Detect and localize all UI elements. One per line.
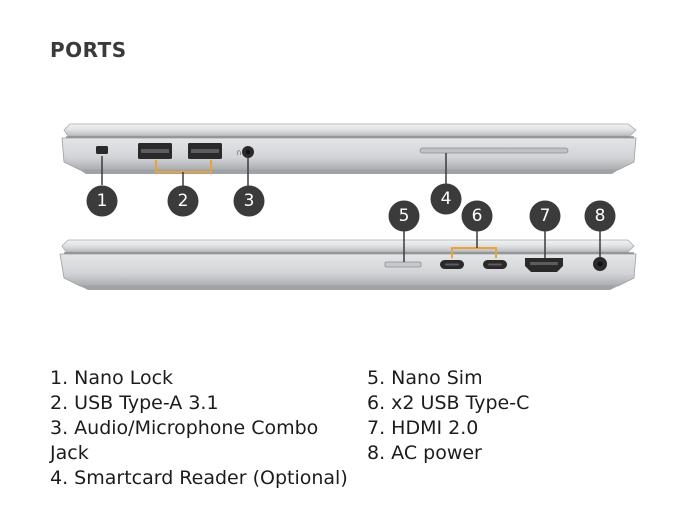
ports-legend-left: 1. Nano Lock 2. USB Type-A 3.1 3. Audio/… [50,366,350,491]
callout-5: 5 [388,200,420,232]
nano-sim-slot [384,261,422,268]
legend-item-audio-jack: 3. Audio/Microphone Combo Jack [50,417,319,464]
callout-2: 2 [167,185,199,217]
page-title: PORTS [50,38,127,62]
legend-item-nano-lock: 1. Nano Lock [50,367,174,389]
legend-item-hdmi: 7. HDMI 2.0 [367,417,479,439]
callout-7: 7 [529,200,561,232]
svg-text:6: 6 [472,206,483,226]
ports-legend-right: 5. Nano Sim 6. x2 USB Type-C 7. HDMI 2.0… [367,366,667,466]
svg-text:1: 1 [97,191,108,211]
legend-item-usb-type-c: 6. x2 USB Type-C [367,392,530,414]
callout-1: 1 [86,185,118,217]
laptop-left-side: ∩ [61,123,637,186]
nano-lock-slot [96,146,108,154]
legend-item-ac-power: 8. AC power [367,442,482,464]
legend-item-smartcard-reader: 4. Smartcard Reader (Optional) [50,467,348,489]
callout-4: 4 [430,183,462,215]
svg-text:7: 7 [540,206,551,226]
callout-3: 3 [233,185,265,217]
legend-item-usb-type-a: 2. USB Type-A 3.1 [50,392,219,414]
callout-8: 8 [584,200,616,232]
svg-text:5: 5 [399,206,410,226]
svg-text:3: 3 [244,191,255,211]
callout-6: 6 [461,200,493,232]
laptop-right-side [59,229,637,290]
legend-item-nano-sim: 5. Nano Sim [367,367,483,389]
svg-text:4: 4 [441,189,452,209]
svg-text:8: 8 [595,206,606,226]
svg-text:2: 2 [178,191,189,211]
svg-text:∩: ∩ [236,148,242,157]
smartcard-slot [419,147,569,154]
